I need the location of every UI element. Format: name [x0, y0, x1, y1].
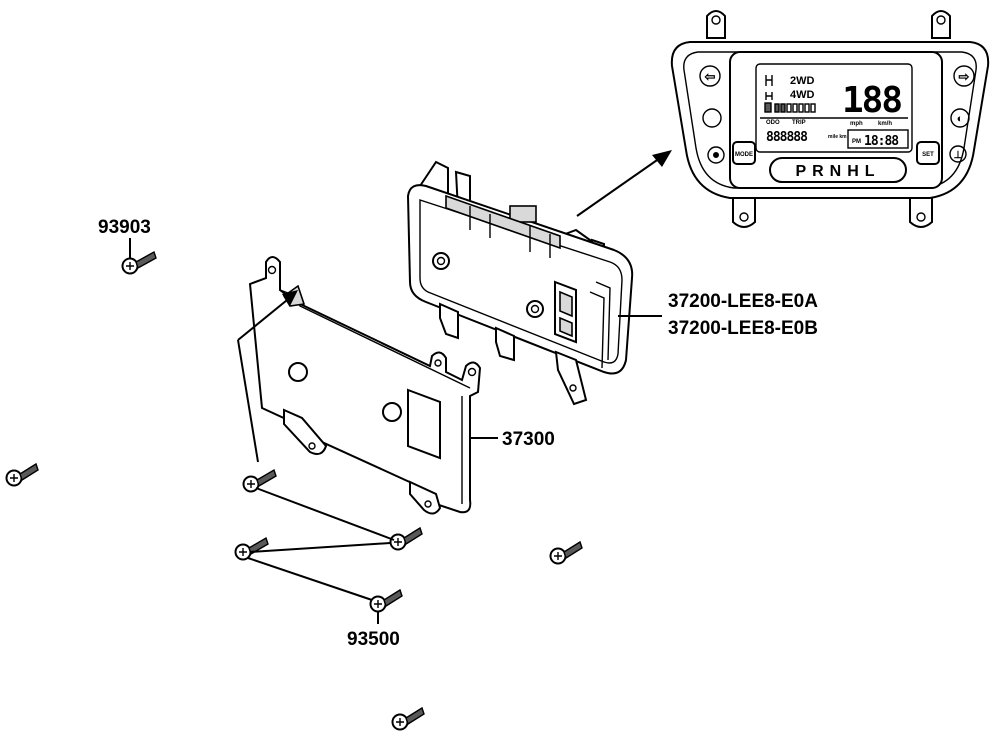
- lcd-content: 2WD 4WD 188 mph km/h ODO TRIP 888888 mil…: [760, 75, 909, 149]
- odometer-digits: 888888: [766, 130, 808, 145]
- turn-right-indicator: ⇨: [953, 65, 975, 87]
- temperature-indicator: ⊥: [949, 145, 967, 163]
- meter-assembly-37200: [406, 160, 634, 406]
- fuel-gauge-bars: [774, 103, 816, 113]
- trip-label: TRIP: [792, 120, 806, 126]
- mode-button-label: MODE: [735, 152, 753, 158]
- screw-bracket-1: [242, 468, 277, 493]
- label-93500: 93500: [347, 629, 400, 650]
- screw-left: [5, 462, 39, 487]
- temperature-icon: ⊥: [954, 150, 963, 161]
- headlight-indicator: ◐: [950, 108, 970, 128]
- indicator-lamp-left: [702, 108, 722, 128]
- label-37300: 37300: [502, 429, 555, 450]
- odometer-unit: mile km: [828, 134, 847, 140]
- set-button-label: SET: [922, 152, 934, 158]
- bracket-hole-left: [288, 362, 308, 382]
- arrow-left-icon: ⇦: [704, 69, 716, 84]
- odo-label: ODO: [766, 120, 780, 126]
- label-37200-e0b: 37200-LEE8-E0B: [668, 318, 818, 339]
- screw-93500: [369, 588, 403, 613]
- bracket-hole-right: [382, 402, 402, 422]
- fuel-icon: [713, 152, 719, 158]
- unit-kmh: km/h: [878, 121, 892, 127]
- gear-positions: PRNHL: [795, 163, 880, 180]
- screw-93903: [121, 250, 157, 275]
- screw-bottom: [391, 706, 425, 731]
- mounting-tab-bottom-right: [909, 195, 933, 228]
- leader-lines: [129, 238, 662, 624]
- label-93903: 93903: [98, 217, 151, 238]
- headlight-icon: ◐: [957, 113, 964, 125]
- lcd-window: [729, 51, 943, 189]
- turn-left-indicator: ⇦: [699, 65, 721, 87]
- screw-bracket-2: [389, 526, 423, 551]
- gear-indicator-strip: [769, 157, 907, 183]
- speed-digits: 188: [842, 80, 901, 121]
- label-37200-e0a: 37200-LEE8-E0A: [668, 291, 818, 312]
- drive-mode-4wd: 4WD: [790, 89, 815, 101]
- unit-mph: mph: [850, 121, 863, 127]
- mounting-tab-bottom-left: [732, 195, 756, 228]
- mode-button: MODE: [732, 141, 756, 165]
- clock-label: PM: [852, 139, 861, 145]
- clock-digits: 18:88: [864, 134, 899, 149]
- mounting-tab-top-left: [706, 10, 726, 39]
- screw-center: [549, 540, 583, 565]
- cluster-front-view: ⇦ ⇨ ◐ ⊥ MODE SET 2WD: [670, 10, 990, 228]
- mounting-tab-top-right: [931, 10, 951, 39]
- bracket-cutout: [407, 388, 441, 460]
- arrow-right-icon: ⇨: [959, 69, 970, 84]
- set-button: SET: [916, 141, 940, 165]
- drive-mode-2wd: 2WD: [790, 75, 815, 87]
- fuel-indicator: [707, 146, 725, 164]
- screw-bracket-3: [234, 536, 269, 561]
- view-arrow: [576, 150, 672, 217]
